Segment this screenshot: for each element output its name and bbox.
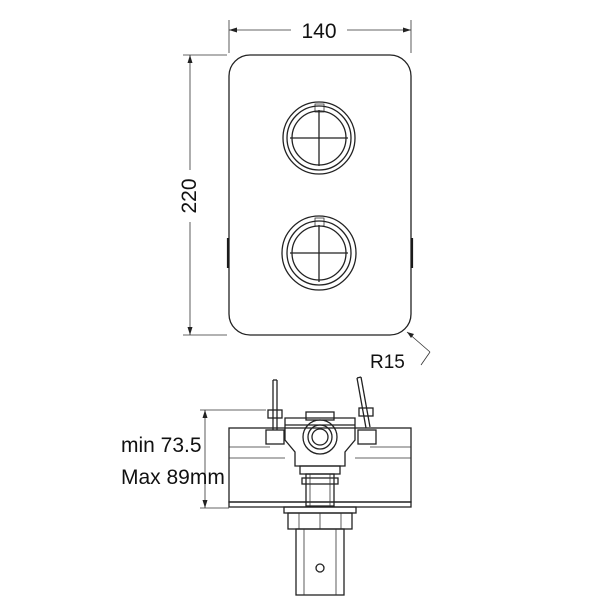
width-label: 140 <box>301 20 336 43</box>
faceplate-outline <box>228 54 412 336</box>
radius-callout: R15 <box>370 331 431 373</box>
right-mounting-pin <box>356 376 377 445</box>
mounting-frame <box>228 427 412 503</box>
height-label: 220 <box>178 178 201 213</box>
valve-port-outer <box>302 419 338 455</box>
valve-body-view <box>228 376 412 596</box>
hex-collar <box>283 506 357 530</box>
cartridge-stem <box>301 473 339 507</box>
depth-max-label: Max 89mm <box>121 466 225 489</box>
valve-port-inner <box>307 424 333 450</box>
radius-label: R15 <box>370 352 405 373</box>
central-valve-body <box>284 411 356 475</box>
height-dimension: 220 <box>178 54 227 336</box>
upper-control-knob <box>282 101 356 175</box>
left-mounting-pin <box>265 379 285 445</box>
width-dimension: 140 <box>228 20 412 53</box>
depth-dimension: min 73.5 Max 89mm <box>121 409 266 509</box>
depth-min-label: min 73.5 <box>121 434 202 457</box>
lower-spindle <box>295 528 345 596</box>
lower-control-knob <box>281 215 357 291</box>
lower-knob-indicator <box>314 217 325 227</box>
front-view <box>226 54 414 336</box>
